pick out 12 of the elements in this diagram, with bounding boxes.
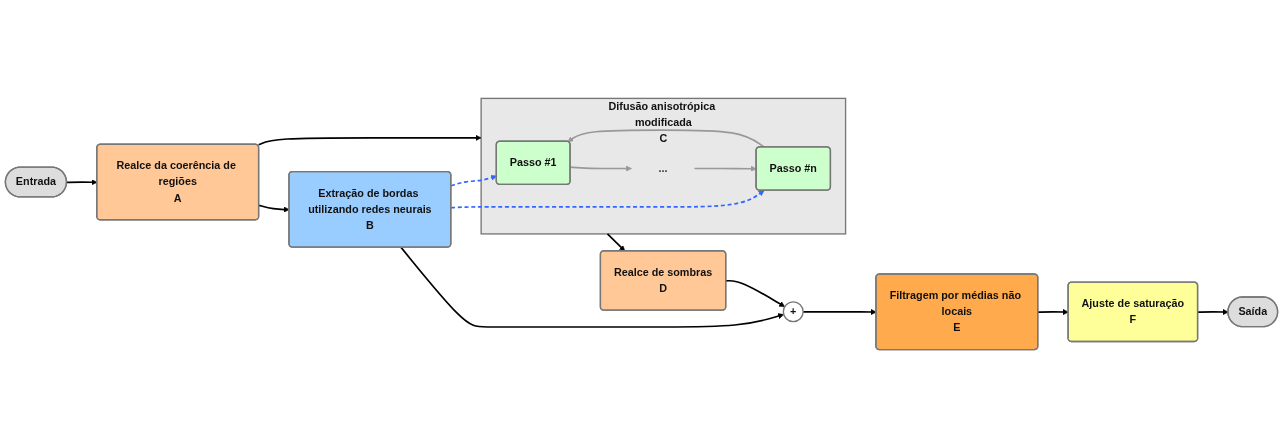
- arrow: [567, 128, 766, 148]
- arrow: [1037, 308, 1069, 315]
- arrow: [257, 134, 482, 146]
- arrow: [450, 189, 765, 209]
- arrow: [693, 165, 757, 172]
- arrow: [606, 232, 626, 251]
- arrow: [725, 279, 785, 307]
- arrow: [450, 174, 497, 187]
- node-text: ...: [658, 161, 668, 174]
- arrow: [1197, 308, 1229, 315]
- arrow: [400, 246, 784, 328]
- node-circle: +: [782, 300, 804, 322]
